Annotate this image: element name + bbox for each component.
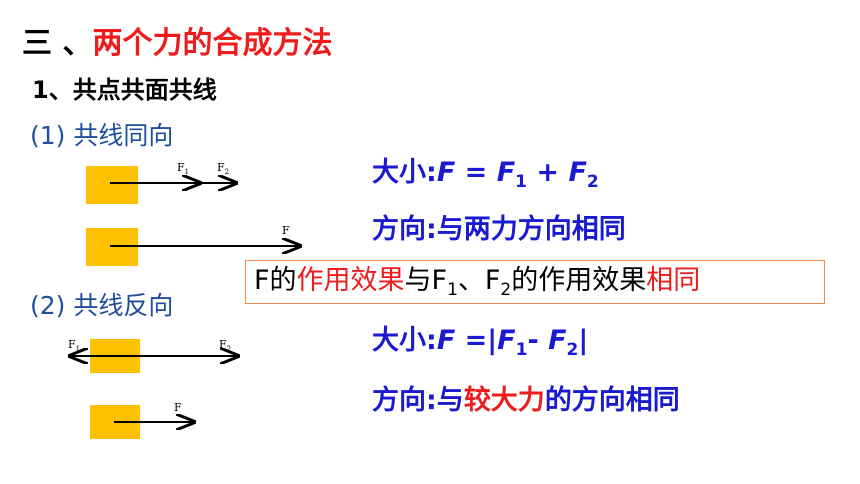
formula-magnitude-same: 大小:F = F1 + F2 [372,157,599,192]
title-text: 两个力的合成方法 [92,26,333,61]
direction-opposite: 方向:与较大力的方向相同 [372,385,680,416]
label-f-opposite: F [174,401,182,414]
direction-same: 方向:与两力方向相同 [372,214,626,245]
label-f2-opposite: F2 [219,338,232,354]
title-number: 三 、 [22,26,93,61]
equivalence-note: F的作用效果与F1、F2的作用效果相同 [245,260,825,304]
block-1 [86,166,138,204]
label-f1-opposite: F1 [68,338,81,354]
label-f-same: F [282,224,290,237]
formula-magnitude-opposite: 大小:F =|F1- F2| [372,325,589,360]
section-heading: 1、共点共面共线 [32,76,217,104]
case-opposite-direction: (2) 共线反向 [30,291,174,320]
case-same-direction: (1) 共线同向 [30,121,174,150]
page-title: 三 、两个力的合成方法 [22,18,332,62]
label-f2-same: F2 [217,161,230,177]
label-f1-same: F1 [177,161,190,177]
